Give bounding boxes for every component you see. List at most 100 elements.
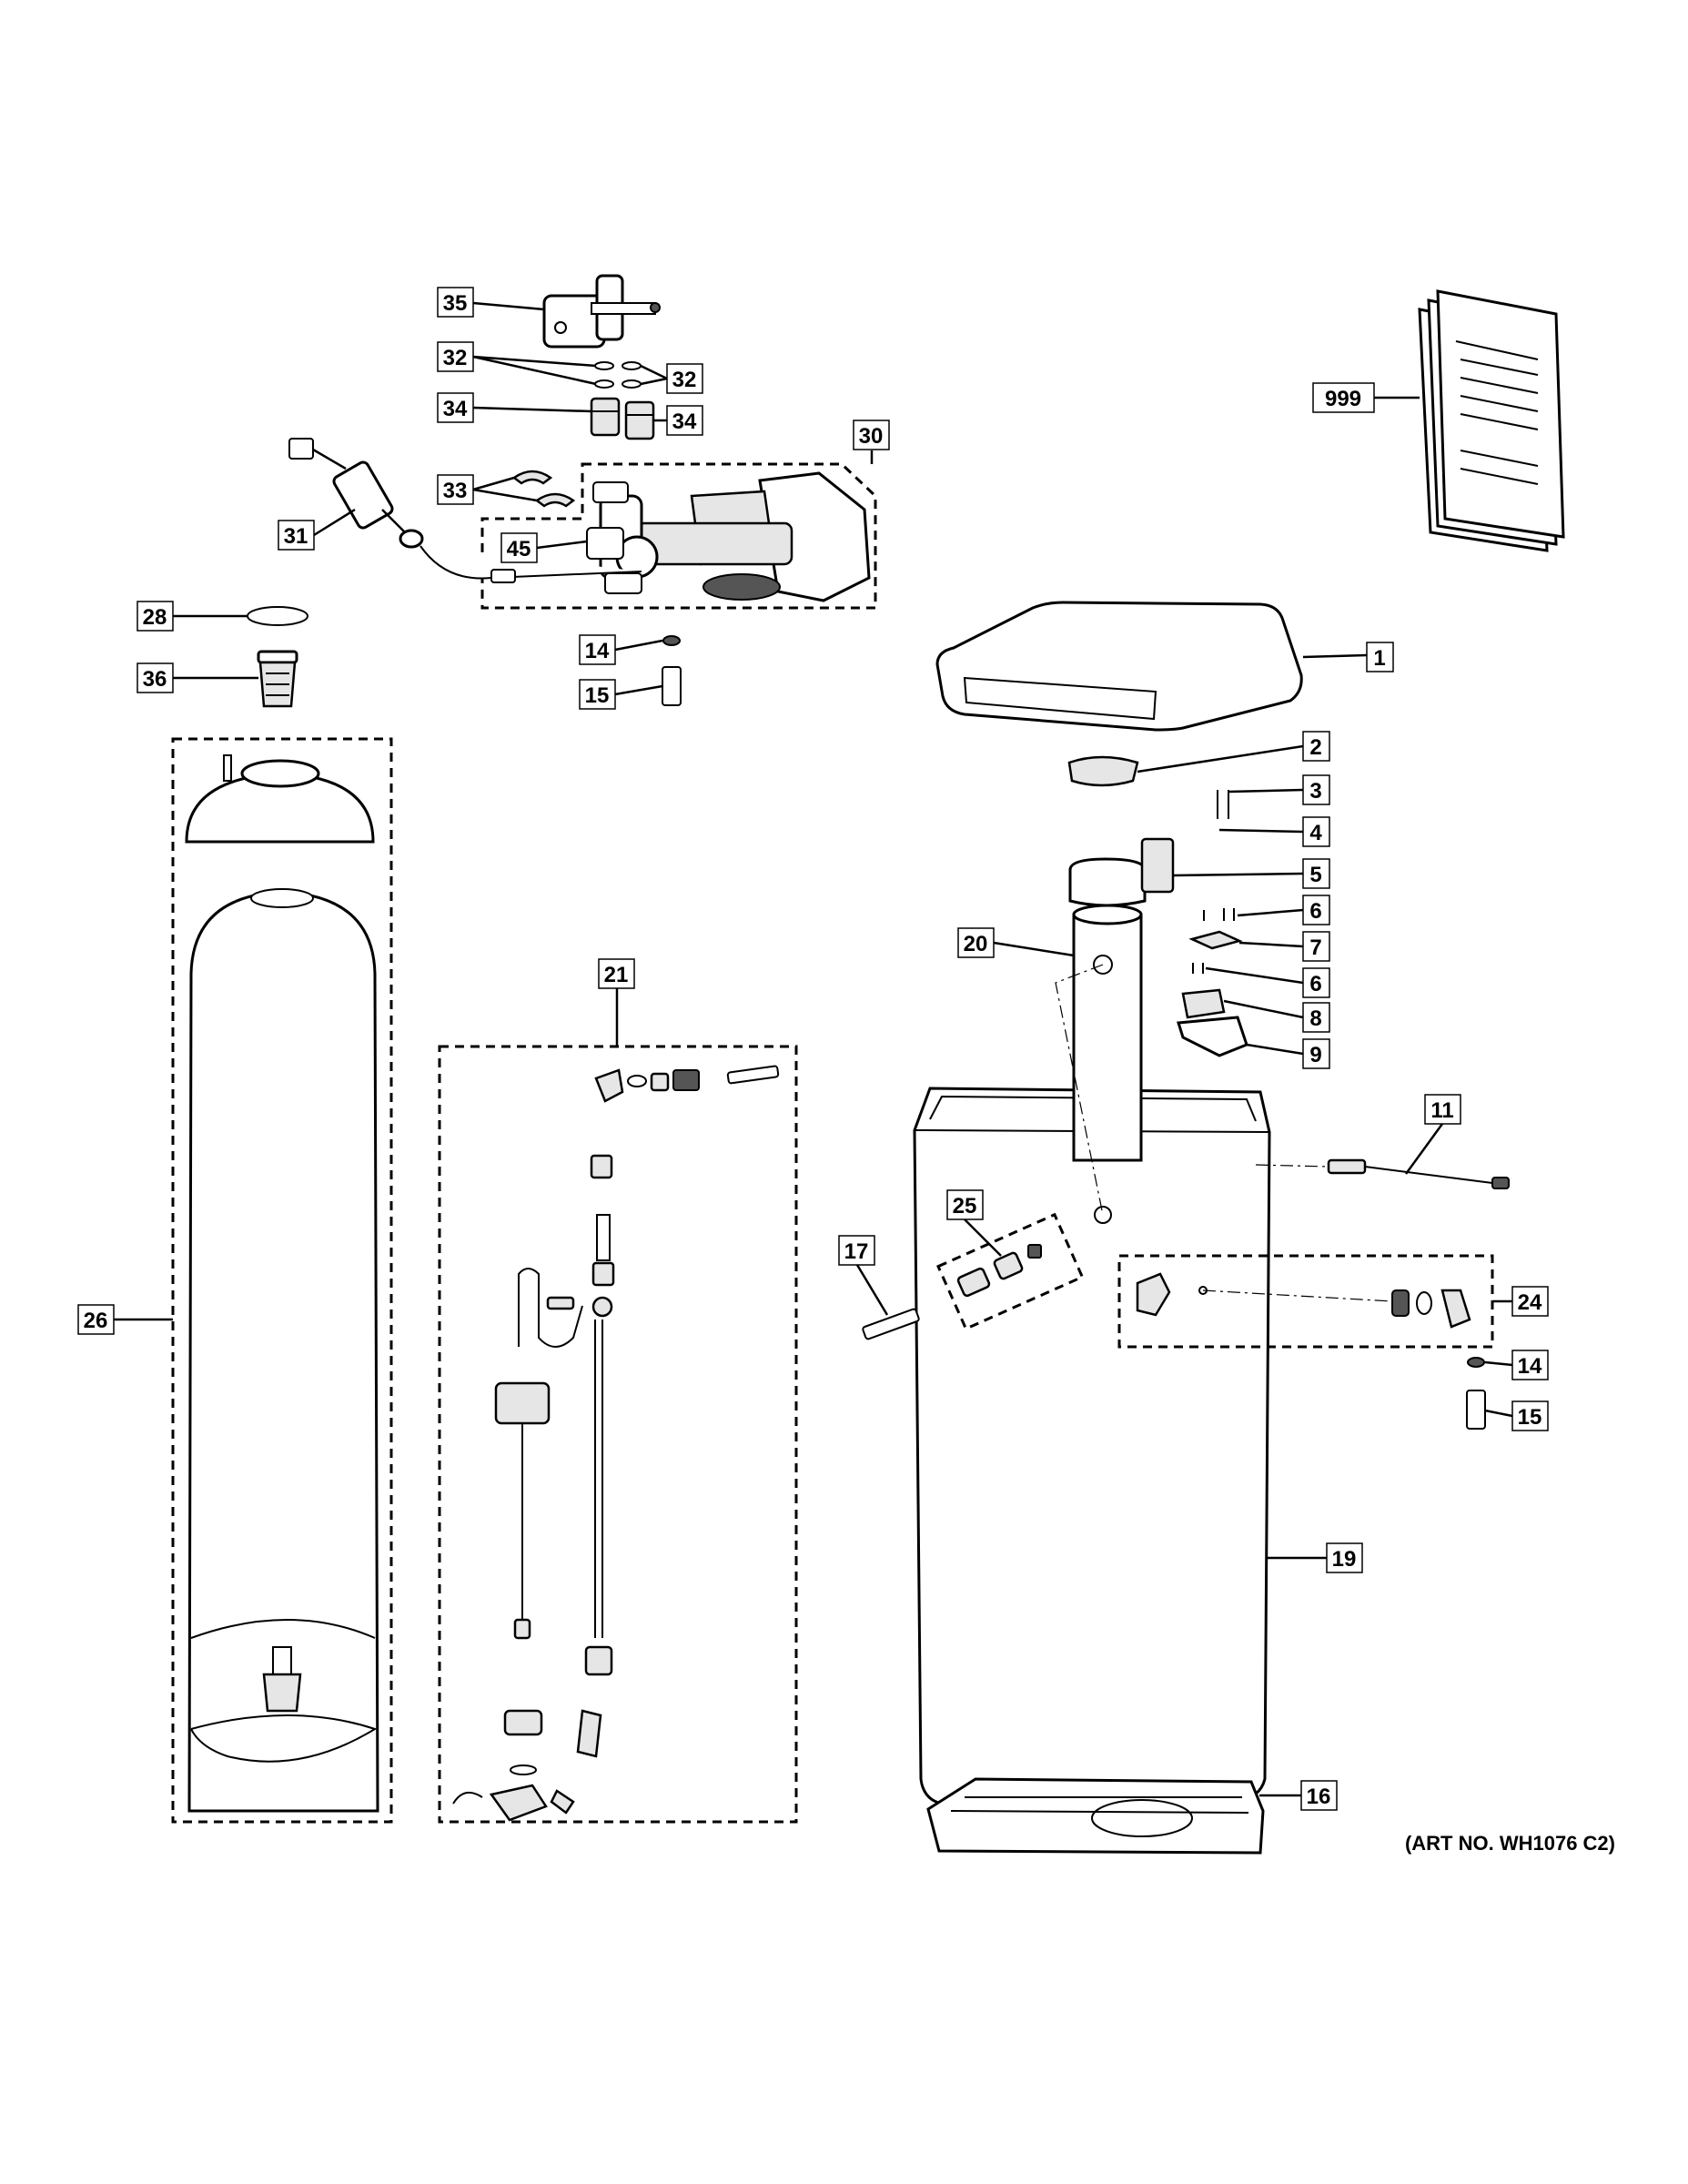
part-14-o-ring <box>662 635 681 646</box>
callout-26: 26 <box>77 1304 115 1335</box>
svg-text:2: 2 <box>1309 735 1321 760</box>
part-32-o-rings <box>594 361 642 389</box>
svg-text:33: 33 <box>443 479 468 503</box>
callout-1: 1 <box>1366 642 1394 672</box>
callout-14-right: 14 <box>1511 1350 1549 1380</box>
part-33-clips <box>511 470 576 508</box>
part-24-overflow-fitting <box>1136 1272 1471 1329</box>
callout-17: 17 <box>838 1235 875 1266</box>
callout-34-right: 34 <box>666 405 703 436</box>
callout-15-top: 15 <box>579 679 616 710</box>
part-21-brine-assembly <box>452 1065 780 1822</box>
svg-text:16: 16 <box>1307 1785 1331 1809</box>
part-25-boundary <box>936 1212 1085 1331</box>
callout-9: 9 <box>1302 1038 1330 1069</box>
svg-text:15: 15 <box>585 683 610 708</box>
svg-text:31: 31 <box>284 524 308 549</box>
callout-30: 30 <box>853 420 890 450</box>
part-31-power-supply <box>288 438 642 583</box>
part-26-resin-tank <box>185 754 379 1813</box>
part-30-control-valve <box>592 471 871 602</box>
svg-text:21: 21 <box>604 963 629 987</box>
part-30-boundary <box>480 462 877 610</box>
part-2-cap <box>1067 755 1139 787</box>
part-34-adapters <box>590 397 655 440</box>
svg-text:32: 32 <box>672 368 697 392</box>
callout-36: 36 <box>136 662 174 693</box>
svg-text:11: 11 <box>1430 1098 1453 1123</box>
part-15-tube <box>662 666 682 706</box>
svg-text:1: 1 <box>1373 646 1385 671</box>
svg-text:25: 25 <box>953 1194 977 1218</box>
svg-text:36: 36 <box>143 667 167 692</box>
part-20-brine-well <box>1055 904 1143 1224</box>
callout-28: 28 <box>136 601 174 632</box>
callout-32-right: 32 <box>666 363 703 394</box>
callout-24: 24 <box>1511 1286 1549 1317</box>
svg-text:3: 3 <box>1309 779 1321 804</box>
callout-7: 7 <box>1302 931 1330 962</box>
svg-text:34: 34 <box>443 397 468 421</box>
callout-45: 45 <box>500 532 538 563</box>
part-21-boundary <box>438 1045 798 1824</box>
svg-text:26: 26 <box>84 1309 108 1333</box>
svg-text:7: 7 <box>1309 935 1321 960</box>
callout-999: 999 <box>1312 382 1375 413</box>
part-26-boundary <box>171 737 393 1824</box>
part-1-salt-lid <box>935 601 1303 732</box>
part-6-7-8-9-small-parts <box>1177 908 1248 1057</box>
art-number: (ART NO. WH1076 C2) <box>1404 1832 1615 1855</box>
callout-3: 3 <box>1302 774 1330 805</box>
svg-text:34: 34 <box>672 410 697 434</box>
callout-19: 19 <box>1326 1542 1363 1573</box>
svg-text:15: 15 <box>1518 1405 1542 1430</box>
part-5-housing <box>1068 837 1175 907</box>
part-15-right-tube <box>1466 1390 1486 1430</box>
svg-text:28: 28 <box>143 605 167 630</box>
callout-33: 33 <box>437 474 474 505</box>
callout-5: 5 <box>1302 858 1330 889</box>
callout-8: 8 <box>1302 1002 1330 1033</box>
svg-text:6: 6 <box>1309 972 1321 996</box>
callout-6-a: 6 <box>1302 895 1330 925</box>
part-35-valve-block <box>542 274 661 349</box>
callout-34-left: 34 <box>437 392 474 423</box>
svg-text:45: 45 <box>507 537 531 561</box>
callout-6-b: 6 <box>1302 967 1330 998</box>
part-36-distributor-basket <box>257 650 298 708</box>
callout-35: 35 <box>437 287 474 318</box>
svg-text:19: 19 <box>1332 1547 1357 1572</box>
svg-text:4: 4 <box>1309 821 1322 845</box>
part-25-fittings <box>956 1244 1042 1298</box>
callout-2: 2 <box>1302 731 1330 762</box>
svg-text:8: 8 <box>1309 1006 1321 1031</box>
part-999-manual <box>1418 289 1565 552</box>
callout-4: 4 <box>1302 816 1330 847</box>
svg-text:17: 17 <box>844 1239 869 1264</box>
callout-16: 16 <box>1300 1780 1338 1811</box>
svg-text:32: 32 <box>443 346 468 370</box>
svg-text:14: 14 <box>1518 1354 1542 1379</box>
callout-11: 11 <box>1424 1094 1461 1125</box>
part-17-tube <box>862 1308 920 1340</box>
callout-31: 31 <box>278 520 315 551</box>
svg-text:14: 14 <box>585 639 610 663</box>
part-28-o-ring <box>247 606 308 626</box>
part-11-overflow-tube <box>1255 1158 1510 1189</box>
svg-text:35: 35 <box>443 291 468 316</box>
part-45-bypass <box>586 527 624 560</box>
callout-32-left: 32 <box>437 341 474 372</box>
svg-text:6: 6 <box>1309 899 1321 924</box>
callout-20: 20 <box>957 927 995 958</box>
callout-25: 25 <box>946 1189 984 1220</box>
part-14-right-o-ring <box>1467 1357 1485 1368</box>
callout-21: 21 <box>598 958 635 989</box>
callout-15-right: 15 <box>1511 1400 1549 1431</box>
part-3-4-screws <box>1217 790 1229 819</box>
svg-text:30: 30 <box>859 424 884 449</box>
part-16-grid-plate <box>926 1777 1265 1855</box>
svg-text:20: 20 <box>964 932 988 956</box>
callout-14-top: 14 <box>579 634 616 665</box>
svg-text:24: 24 <box>1518 1290 1542 1315</box>
